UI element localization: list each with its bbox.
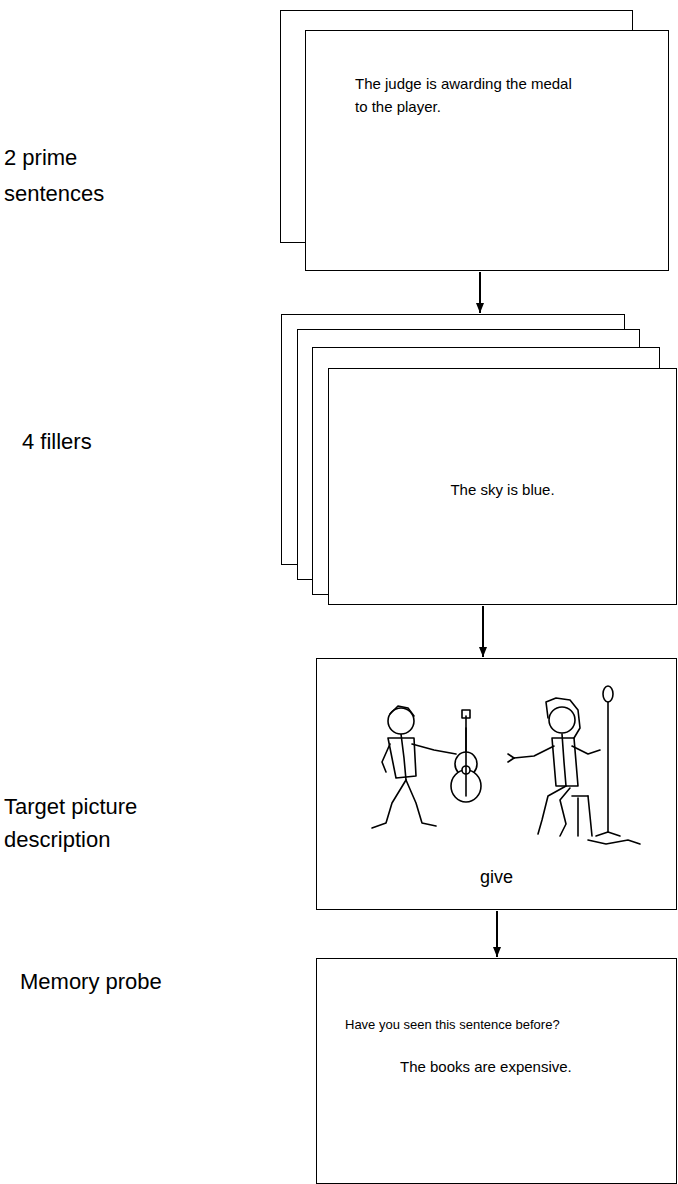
man-arm	[572, 746, 600, 754]
man-head	[549, 707, 575, 733]
man-hair	[546, 698, 580, 738]
mic-base	[596, 832, 620, 836]
boy-leg	[406, 780, 436, 826]
flow-arrow	[496, 911, 498, 957]
step-label: Target picture description	[4, 790, 146, 856]
slide-card: The judge is awarding the medal to the p…	[280, 10, 669, 271]
step-label: Memory probe	[20, 968, 220, 996]
man-arm	[514, 746, 554, 758]
floor-line	[588, 840, 640, 844]
stool-seat	[572, 795, 588, 797]
mic-stand	[607, 702, 609, 832]
slide-card: The sky is blue.	[281, 314, 678, 605]
boy-arm	[382, 744, 390, 772]
man-hand	[508, 758, 514, 762]
boy-leg	[372, 780, 406, 828]
man-hand	[508, 754, 514, 758]
card-text: The books are expensive.	[400, 1057, 660, 1077]
slide-card: give	[316, 658, 677, 910]
guitar-strings	[465, 728, 467, 796]
flow-arrow	[482, 606, 484, 657]
man-body	[562, 734, 566, 786]
card-text: The sky is blue.	[328, 480, 677, 500]
man-leg	[560, 788, 570, 836]
guitar-head	[462, 710, 470, 718]
stool-leg	[577, 798, 579, 836]
step-label: 2 prime sentences	[4, 140, 120, 212]
microphone	[603, 686, 613, 702]
boy-arm	[412, 744, 456, 754]
stool-leg	[588, 796, 592, 836]
flow-arrow	[479, 272, 481, 313]
boy-hair	[390, 706, 414, 716]
card-text: Have you seen this sentence before?	[345, 1016, 665, 1034]
front-card	[305, 30, 669, 271]
man-shirt	[552, 738, 578, 786]
card-text: The judge is awarding the medal to the p…	[355, 72, 583, 118]
give-illustration	[316, 658, 677, 858]
card-text: give	[316, 865, 677, 889]
step-label: 4 fillers	[22, 428, 162, 456]
boy-body	[401, 734, 406, 780]
slide-card: Have you seen this sentence before? The b…	[316, 958, 677, 1184]
